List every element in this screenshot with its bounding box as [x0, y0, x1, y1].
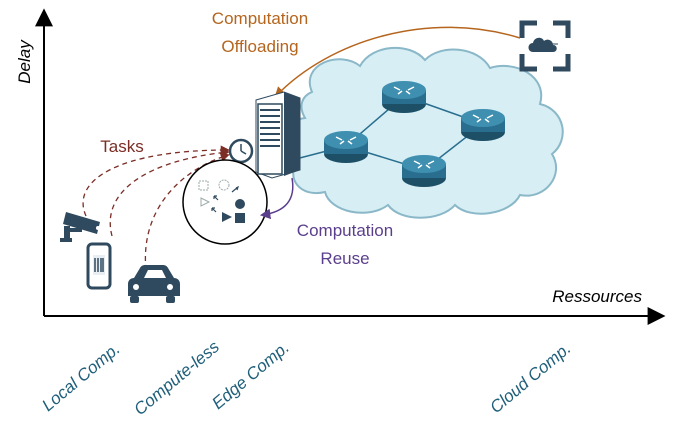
router-icon	[461, 109, 505, 141]
category-cloud-comp: Cloud Comp.	[486, 339, 574, 417]
router-icon	[382, 81, 426, 113]
reuse-circle-icon	[182, 159, 268, 245]
category-local-comp: Local Comp.	[38, 339, 123, 415]
phone-icon	[86, 242, 112, 290]
category-compute-less: Compute-less	[130, 337, 223, 419]
offloading-arrow	[274, 26, 521, 98]
car-icon	[128, 265, 180, 303]
tasks-arrows	[82, 145, 230, 271]
router-icon	[402, 155, 446, 187]
cloud-app-icon	[519, 20, 571, 72]
reuse-arrow	[259, 177, 294, 220]
category-edge-comp: Edge Comp.	[208, 338, 293, 413]
router-icon	[324, 131, 368, 163]
tasks-label: Tasks	[100, 137, 143, 156]
reuse-label-line2: Reuse	[320, 249, 369, 268]
camera-icon	[60, 212, 100, 242]
cloud-shape	[284, 47, 564, 219]
y-axis-label: Delay	[15, 39, 34, 84]
reuse-label-line1: Computation	[297, 221, 393, 240]
server-icon	[255, 91, 301, 179]
x-axis-label: Ressources	[552, 287, 642, 306]
offloading-label-line1: Computation	[212, 9, 308, 28]
clock-icon	[228, 138, 254, 164]
offloading-label-line2: Offloading	[221, 37, 298, 56]
